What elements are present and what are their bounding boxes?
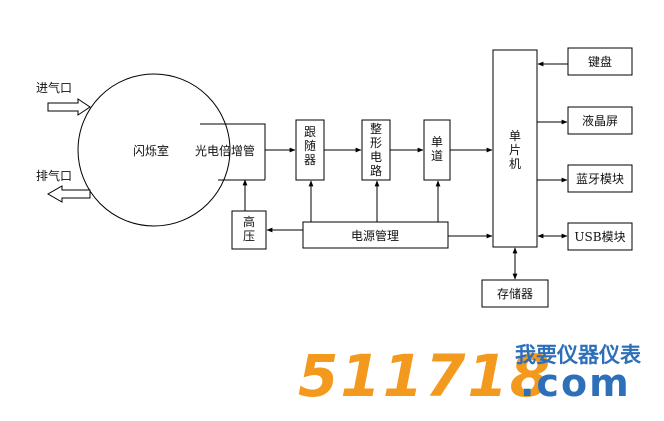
shaping-box [361,119,391,181]
outlet-arrow [46,185,91,203]
lcd-box [567,106,633,135]
lcd-label: 液晶屏 [582,113,618,128]
outlet-label: 排气口 [36,168,72,183]
watermark-cn: 我要仪器仪表 [515,343,642,367]
keyboard-label: 键盘 [588,54,612,69]
single-channel-label: 单道 [431,135,443,163]
mcu-box [492,49,538,248]
follower-box [295,119,325,181]
power-mgmt-label: 电源管理 [351,228,399,243]
mcu-label: 单片机 [509,129,521,171]
bluetooth-label: 蓝牙模块 [576,172,624,186]
pmt-label: 光电倍增管 [195,143,255,158]
keyboard-box [567,47,633,76]
hv-box [231,210,267,250]
scint-chamber-label: 闪烁室 [133,143,169,158]
usb-label: USB模块 [574,230,625,244]
hv-label: 高压 [243,214,255,243]
follower-label: 跟随器 [304,125,316,167]
storage-label: 存储器 [497,286,533,301]
power-mgmt-box [302,221,449,249]
scintillation-chamber-circle [77,73,231,227]
usb-box [567,222,633,251]
storage-box [481,279,549,308]
watermark-domain: .com [520,361,631,405]
shaping-label: 整形电路 [370,121,382,178]
bluetooth-box [567,164,633,193]
single-channel-box [423,119,451,181]
watermark-number: 511718 [298,342,552,410]
pmt-box [200,123,266,180]
inlet-arrow [47,98,91,116]
inlet-label: 进气口 [36,80,72,95]
